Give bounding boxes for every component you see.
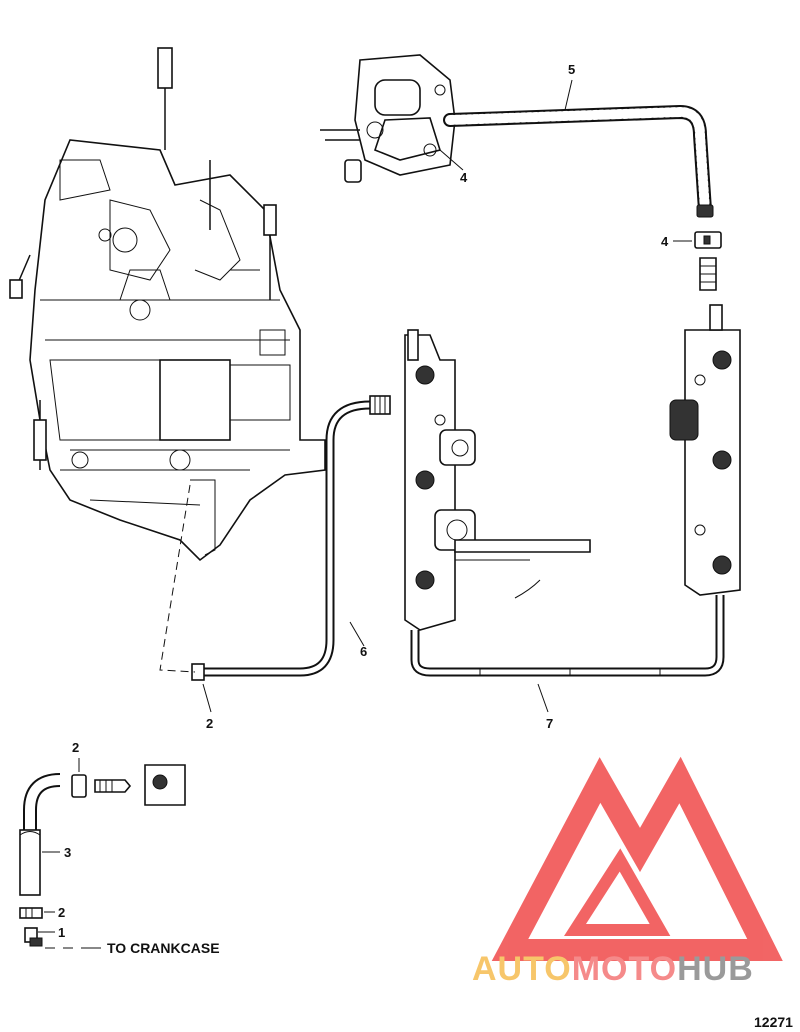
callout-2-hose: 2: [206, 716, 213, 731]
callout-2-detail-top: 2: [72, 740, 79, 755]
fitting: [694, 231, 722, 291]
callout-4-pump: 4: [460, 170, 468, 185]
watermark-moto: MOTO: [572, 950, 677, 988]
hose-6: [159, 395, 391, 681]
watermark-hub: HUB: [677, 950, 754, 988]
callout-3: 3: [64, 845, 71, 860]
callout-5: 5: [568, 62, 575, 77]
callout-6: 6: [360, 644, 367, 659]
callout-7: 7: [546, 716, 553, 731]
callout-1: 1: [58, 925, 65, 940]
watermark-text: AUTOMOTOHUB: [472, 950, 754, 988]
callout-4-fitting: 4: [661, 234, 669, 249]
fuel-pump: [320, 54, 456, 183]
braided-hose: [443, 104, 714, 218]
fuel-rail-left: [404, 329, 591, 631]
fuel-line-u: [410, 595, 725, 677]
to-crankcase-note: TO CRANKCASE: [107, 940, 220, 956]
figure-number: 12271: [754, 1014, 793, 1030]
watermark-auto: AUTO: [472, 950, 572, 988]
callout-2-detail-bottom: 2: [58, 905, 65, 920]
watermark-logo-icon: [491, 756, 783, 961]
fuel-rail-right: [669, 304, 741, 596]
detail-hose-kit: [19, 758, 186, 949]
engine-assembly: [9, 47, 326, 562]
